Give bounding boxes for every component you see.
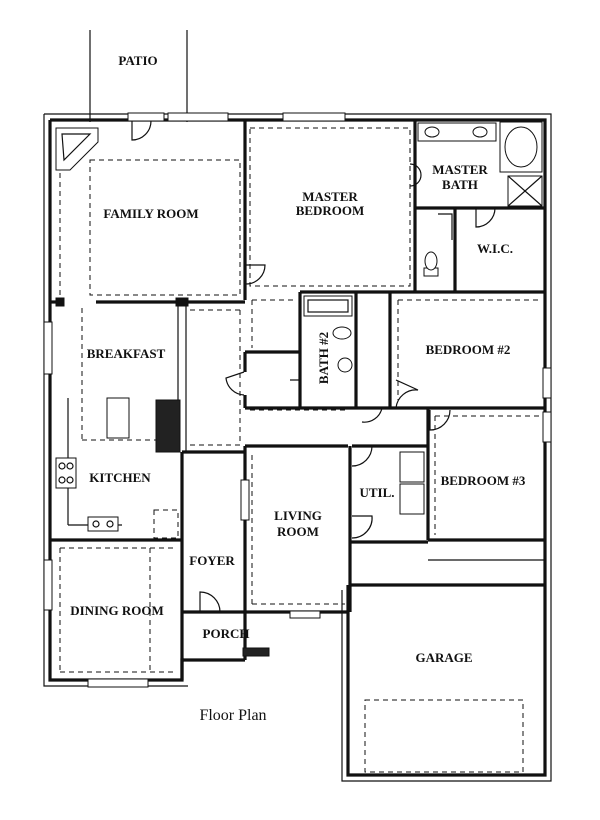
label-patio: PATIO: [118, 53, 157, 68]
label-family-room: FAMILY ROOM: [103, 206, 198, 221]
room-labels: PATIO FAMILY ROOM MASTER BEDROOM MASTER …: [70, 53, 526, 665]
plan-caption: Floor Plan: [199, 707, 266, 724]
label-living-room-2: ROOM: [277, 524, 319, 539]
interior-walls: [50, 120, 545, 662]
label-wic: W.I.C.: [477, 241, 513, 256]
ceiling-lines: [59, 127, 540, 673]
fixtures: [55, 121, 543, 773]
label-breakfast: BREAKFAST: [87, 346, 166, 361]
label-util: UTIL.: [359, 485, 394, 500]
doors: [131, 120, 496, 613]
windows: [43, 112, 552, 688]
label-porch: PORCH: [203, 626, 250, 641]
label-master-bath-1: MASTER: [432, 162, 488, 177]
label-master-bath-2: BATH: [442, 177, 478, 192]
label-foyer: FOYER: [189, 553, 235, 568]
label-dining-room: DINING ROOM: [70, 603, 164, 618]
label-bedroom2: BEDROOM #2: [426, 342, 511, 357]
label-master-bedroom-1: MASTER: [302, 189, 358, 204]
label-garage: GARAGE: [415, 650, 472, 665]
label-bath2: BATH #2: [316, 332, 331, 384]
label-kitchen: KITCHEN: [89, 470, 151, 485]
patio-area: [89, 30, 188, 122]
label-master-bedroom-2: BEDROOM: [296, 203, 365, 218]
label-bedroom3: BEDROOM #3: [441, 473, 526, 488]
label-living-room-1: LIVING: [274, 508, 322, 523]
